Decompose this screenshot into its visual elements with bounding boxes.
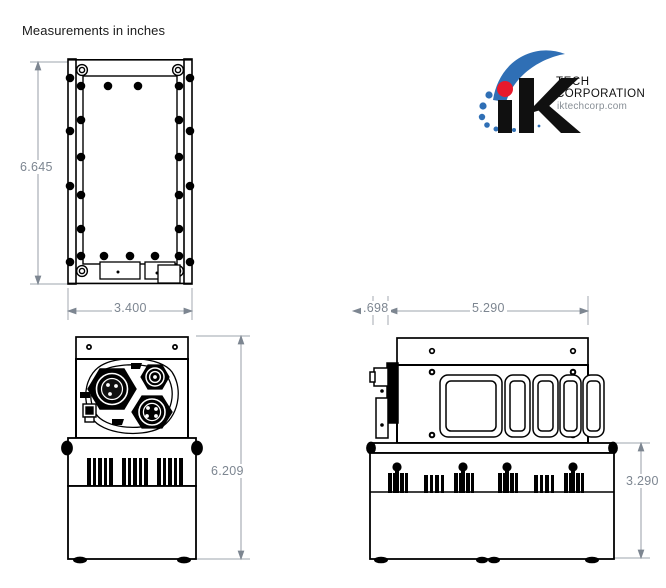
top-view-fasteners: [65, 73, 195, 267]
side-view-heatsink-fins: [388, 462, 584, 493]
front-view-top-flange: [75, 336, 189, 360]
front-view-4pin-connector: [131, 395, 173, 429]
side-view-lower-body: [369, 452, 615, 560]
side-view-base-shelf: [366, 441, 618, 455]
top-view-bottom-features: [99, 261, 181, 284]
page-title: Measurements in inches: [22, 23, 166, 38]
fin-group-2: [424, 475, 444, 493]
logo-text-tech: TECH: [556, 76, 590, 88]
dimension-label-side-view-offset: .698: [361, 301, 391, 315]
side-view-feet: [374, 556, 599, 564]
company-logo: TECH CORPORATION iktechcorp.com: [473, 38, 645, 134]
front-view: [61, 334, 250, 564]
logo-letter-k: [519, 78, 581, 133]
logo-text-website: iktechcorp.com: [557, 101, 628, 112]
logo-mark: [478, 50, 581, 133]
front-view-feet: [73, 556, 191, 564]
dimension-6209: [196, 334, 250, 561]
fin-group-1: [388, 462, 408, 493]
logo-letter-i: [498, 100, 512, 133]
front-view-heatsink-fins: [87, 458, 183, 486]
top-view: [30, 58, 195, 320]
top-view-cavity: [82, 75, 178, 265]
front-view-coax-connector: [140, 364, 170, 390]
fin-group-5: [534, 475, 554, 493]
logo-text-corporation: CORPORATION: [556, 88, 646, 100]
side-view-slots: [439, 374, 605, 438]
logo-i-dot-icon: [497, 81, 513, 97]
top-view-body: [67, 58, 193, 285]
dimension-label-side-view-height: 3.290: [624, 474, 661, 488]
dimension-3290: [610, 441, 650, 560]
fin-group-4: [498, 462, 518, 493]
front-view-tabs: [80, 363, 142, 425]
dimension-3400: [66, 288, 194, 320]
side-view: [351, 296, 650, 564]
front-view-lower-body: [67, 485, 197, 560]
dimension-label-top-view-height: 6.645: [18, 160, 55, 174]
side-view-side-connector: [369, 362, 399, 439]
front-view-hex-connector-large: [87, 368, 137, 410]
dimension-label-front-view-height: 6.209: [209, 464, 246, 478]
dimension-label-side-view-width: 5.290: [470, 301, 507, 315]
dimension-label-top-view-width: 3.400: [112, 301, 149, 315]
fin-group-3: [454, 462, 474, 493]
front-view-square-port: [82, 403, 97, 423]
fin-group-6: [564, 462, 584, 493]
side-view-top-band: [396, 337, 589, 366]
